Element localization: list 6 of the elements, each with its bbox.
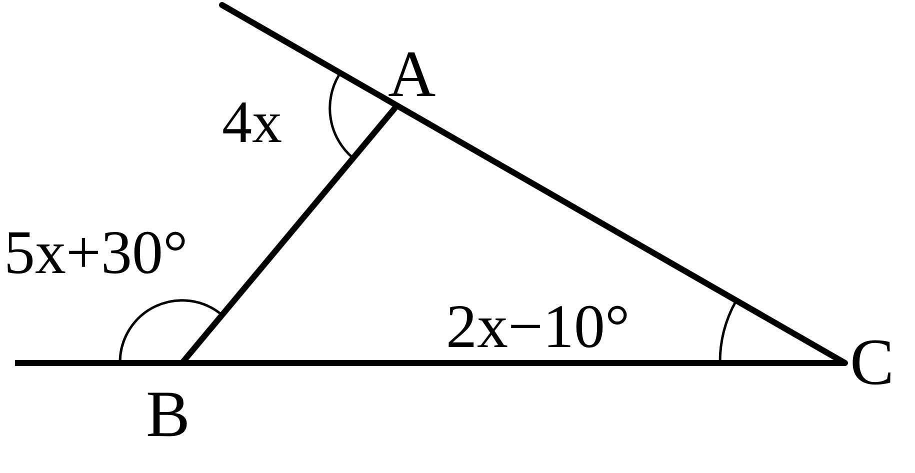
angle-label: 2x−10° bbox=[446, 296, 630, 358]
angle-label: 5x+30° bbox=[4, 222, 188, 284]
vertex-label: B bbox=[146, 382, 190, 448]
vertex-label: A bbox=[388, 42, 436, 108]
angle-label: 4x bbox=[222, 92, 282, 152]
vertex-label: C bbox=[850, 330, 894, 396]
